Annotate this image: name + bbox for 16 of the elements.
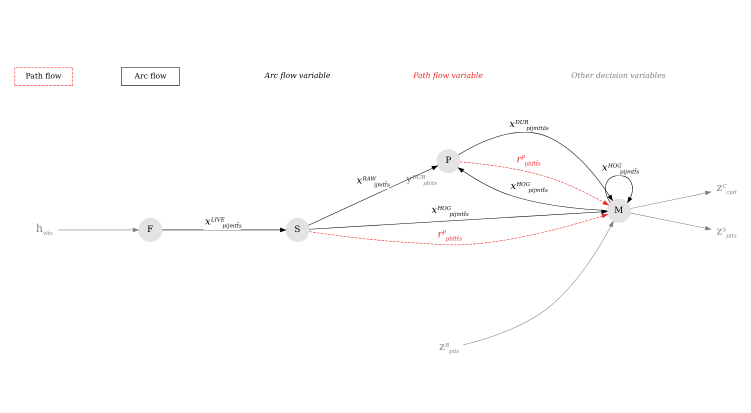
node-circle: S: [286, 217, 310, 242]
arrow: [458, 166, 608, 210]
node-circle: F: [138, 217, 162, 242]
arrow: [162, 227, 287, 232]
arrow: [605, 174, 633, 203]
arrow: [58, 227, 140, 232]
arrow: [309, 213, 608, 245]
node-circle: M: [606, 198, 631, 222]
node-text: h$_{vits}$: [36, 222, 53, 237]
arrow: [462, 220, 614, 345]
arrow: [460, 161, 610, 205]
arrow: [630, 212, 712, 230]
node-circle: P: [436, 148, 460, 173]
arrow: [630, 190, 712, 208]
arrow: [309, 209, 608, 230]
arrow: [458, 131, 613, 201]
